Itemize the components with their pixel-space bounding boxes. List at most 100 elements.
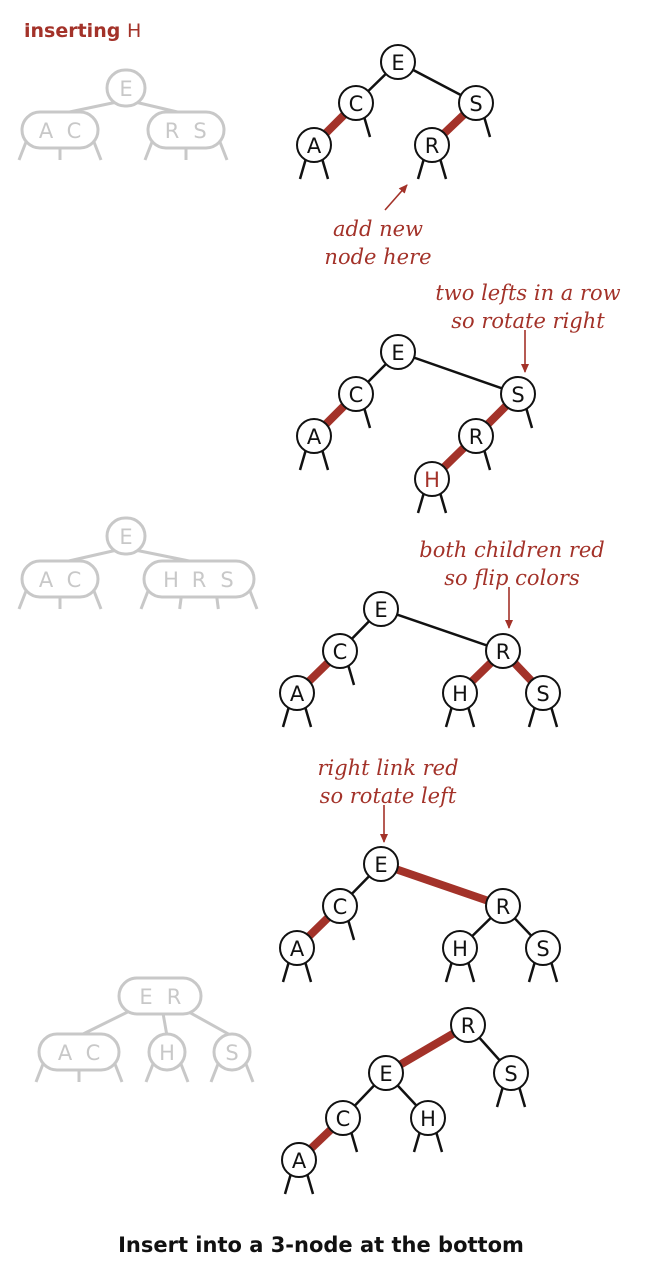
ghost-node (37, 1032, 121, 1072)
ghost-key: A (39, 119, 54, 143)
ghost-null-link (92, 141, 103, 161)
ghost-node (142, 559, 256, 599)
tree-node-key: A (290, 937, 305, 961)
ghost-key: H (159, 1041, 175, 1065)
tree-node (322, 633, 358, 669)
ghost-null-link (218, 141, 229, 161)
tree-node (525, 675, 561, 711)
tree-node-key: R (496, 640, 511, 664)
tree-node-key: C (333, 640, 348, 664)
tree-node-key: R (469, 425, 484, 449)
tree-node-key: S (469, 92, 482, 116)
tree-node-key: C (333, 895, 348, 919)
ghost-key: C (67, 568, 82, 592)
tree-node-key: S (536, 937, 549, 961)
tree-node (458, 85, 494, 121)
tree-node (442, 675, 478, 711)
tree-node (380, 44, 416, 80)
ghost-node (146, 110, 226, 150)
ghost-key: S (193, 119, 206, 143)
ghost-null-link (92, 590, 103, 610)
rb-tree (298, 350, 534, 514)
tree-node (296, 418, 332, 454)
tree-node (493, 1055, 529, 1091)
caption: Insert into a 3-node at the bottom (118, 1233, 524, 1257)
rb-tree (283, 1021, 527, 1195)
ghost-key: C (86, 1041, 101, 1065)
tree-node (368, 1055, 404, 1091)
tree-node-key: H (424, 468, 440, 492)
tree-node-key: A (307, 425, 322, 449)
tree-node (414, 461, 450, 497)
ghost-node (147, 1032, 187, 1072)
ghost-null-link (34, 1063, 45, 1083)
ghost-null-link (179, 1063, 190, 1083)
ghost-null-link (209, 1063, 220, 1083)
ghost-node (105, 68, 147, 108)
ghost-key: A (39, 568, 54, 592)
tree-node (338, 376, 374, 412)
ghost-node (212, 1032, 252, 1072)
tree-node-key: H (452, 682, 468, 706)
ghost-null-link (143, 141, 154, 161)
ghost-key: R (165, 119, 180, 143)
ghost-key: H (163, 568, 179, 592)
ghost-null-link (113, 1063, 124, 1083)
ghost-key: S (225, 1041, 238, 1065)
rb-tree (281, 860, 559, 983)
tree-node (279, 930, 315, 966)
annotation-arrow (384, 184, 408, 211)
annotation-line: so flip colors (444, 566, 580, 590)
tree-node-key: E (374, 598, 387, 622)
tree-node-key: E (379, 1062, 392, 1086)
tree-node (338, 85, 374, 121)
ghost-key: A (58, 1041, 73, 1065)
black-link (380, 607, 504, 653)
ghost-key: S (220, 568, 233, 592)
tree-node (363, 846, 399, 882)
ghost-null-link (17, 141, 28, 161)
ghost-node (20, 559, 100, 599)
ghost-key: E (119, 525, 132, 549)
tree-node-key: C (349, 92, 364, 116)
tree-node (500, 376, 536, 412)
tree-node (325, 1100, 361, 1136)
tree-node-key: E (391, 51, 404, 75)
annotation-line: two lefts in a row (435, 281, 620, 305)
tree-node-key: H (420, 1107, 436, 1131)
tree-node-key: S (504, 1062, 517, 1086)
tree-node (363, 591, 399, 627)
tree-node (279, 675, 315, 711)
ghost-link (78, 1008, 133, 1038)
ghost-key: R (167, 985, 182, 1009)
tree-node (414, 127, 450, 163)
tree-node (458, 418, 494, 454)
tree-node-key: C (349, 383, 364, 407)
ghost-node (105, 516, 147, 556)
tree-node-key: A (307, 134, 322, 158)
red-link (379, 860, 505, 910)
tree-node-key: R (425, 134, 440, 158)
annotation-line: so rotate left (320, 784, 457, 808)
tree-node (281, 1142, 317, 1178)
tree-node-key: A (290, 682, 305, 706)
tree-node (485, 633, 521, 669)
tree-node (410, 1100, 446, 1136)
tree-node (442, 930, 478, 966)
tree-node (296, 127, 332, 163)
tree-node-key: S (511, 383, 524, 407)
black-link (397, 350, 519, 396)
tree-node-key: E (374, 853, 387, 877)
ghost-key: C (67, 119, 82, 143)
ghost-node (117, 976, 203, 1016)
